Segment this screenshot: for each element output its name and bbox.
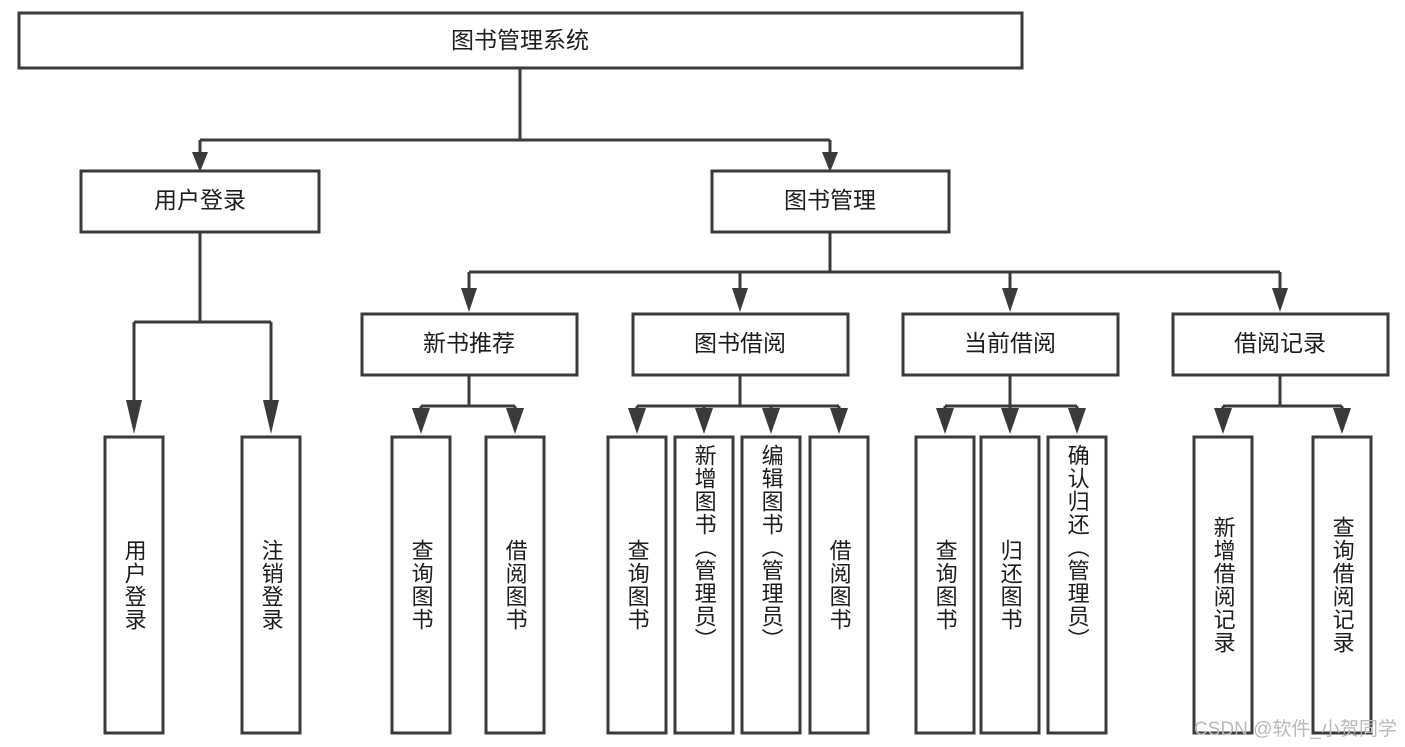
node-current-borrow-label: 当前借阅 bbox=[964, 330, 1056, 356]
leaf-box-borrow-book-2[interactable] bbox=[808, 435, 870, 735]
node-book-borrow[interactable]: 图书借阅 bbox=[631, 312, 850, 377]
connector-new-book-recommend-bus bbox=[419, 375, 517, 414]
arrowhead-leaf-edit-book bbox=[762, 408, 780, 434]
leaf-box-query-book-1[interactable] bbox=[390, 435, 452, 735]
leaf-box-add-book[interactable] bbox=[673, 435, 735, 735]
leaf-box-query-book-3[interactable] bbox=[914, 435, 976, 735]
node-user-login-label: 用户登录 bbox=[154, 187, 246, 213]
arrowhead-leaf-add-book bbox=[695, 408, 713, 434]
leaf-box-query-book-2[interactable] bbox=[606, 435, 668, 735]
arrowhead-leaf-query-book-1 bbox=[412, 408, 430, 434]
leaf-box-add-record[interactable] bbox=[1192, 435, 1254, 735]
arrowhead-to-current-borrow bbox=[1002, 288, 1018, 312]
arrowhead-leaf-query-book-2 bbox=[628, 408, 646, 434]
arrowhead-leaf-query-book-3 bbox=[936, 408, 954, 434]
arrowhead-leaf-return-book bbox=[1001, 408, 1019, 434]
connector-root-bus bbox=[198, 68, 832, 158]
arrowhead-to-book-borrow bbox=[732, 288, 748, 312]
arrowhead-to-user-login bbox=[192, 152, 208, 172]
leaf-box-logout-login[interactable] bbox=[240, 435, 302, 735]
node-book-borrow-label: 图书借阅 bbox=[694, 330, 786, 356]
leaf-box-borrow-book-1[interactable] bbox=[484, 435, 546, 735]
csdn-watermark: CSDN @软件_小贺同学 bbox=[1194, 719, 1397, 740]
node-user-login[interactable]: 用户登录 bbox=[79, 169, 321, 234]
node-book-management[interactable]: 图书管理 bbox=[710, 169, 951, 234]
node-new-book-recommend-label: 新书推荐 bbox=[423, 330, 515, 356]
arrowhead-leaf-logout-login bbox=[263, 400, 279, 434]
connector-user-login-bus bbox=[132, 232, 273, 402]
arrowhead-leaf-borrow-book-1 bbox=[506, 408, 524, 434]
leaf-box-return-book[interactable] bbox=[979, 435, 1041, 735]
arrowhead-leaf-borrow-book-2 bbox=[830, 408, 848, 434]
node-root-label: 图书管理系统 bbox=[451, 27, 589, 53]
node-current-borrow[interactable]: 当前借阅 bbox=[901, 312, 1120, 377]
connector-book-borrow-bus bbox=[635, 375, 841, 414]
leaf-box-edit-book[interactable] bbox=[740, 435, 802, 735]
leaf-box-group bbox=[103, 435, 1373, 735]
arrowhead-to-new-book-recommend bbox=[461, 288, 477, 312]
connector-book-management-bus bbox=[467, 232, 1282, 292]
arrowhead-leaf-query-record bbox=[1333, 408, 1351, 434]
connector-group bbox=[126, 68, 1351, 434]
node-new-book-recommend[interactable]: 新书推荐 bbox=[360, 312, 579, 377]
connector-borrow-record-bus bbox=[1221, 375, 1344, 414]
arrowhead-leaf-confirm-return bbox=[1068, 408, 1086, 434]
node-borrow-record-label: 借阅记录 bbox=[1234, 330, 1326, 356]
node-borrow-record[interactable]: 借阅记录 bbox=[1171, 312, 1390, 377]
arrowhead-to-book-management bbox=[822, 152, 838, 172]
leaf-box-user-login[interactable] bbox=[103, 435, 165, 735]
arrowhead-to-borrow-record bbox=[1272, 288, 1288, 312]
arrowhead-leaf-user-login bbox=[126, 400, 142, 434]
node-book-management-label: 图书管理 bbox=[784, 187, 876, 213]
node-root[interactable]: 图书管理系统 bbox=[17, 11, 1024, 70]
leaf-box-query-record[interactable] bbox=[1311, 435, 1373, 735]
leaf-box-confirm-return[interactable] bbox=[1046, 435, 1108, 735]
arrowhead-leaf-add-record bbox=[1214, 408, 1232, 434]
